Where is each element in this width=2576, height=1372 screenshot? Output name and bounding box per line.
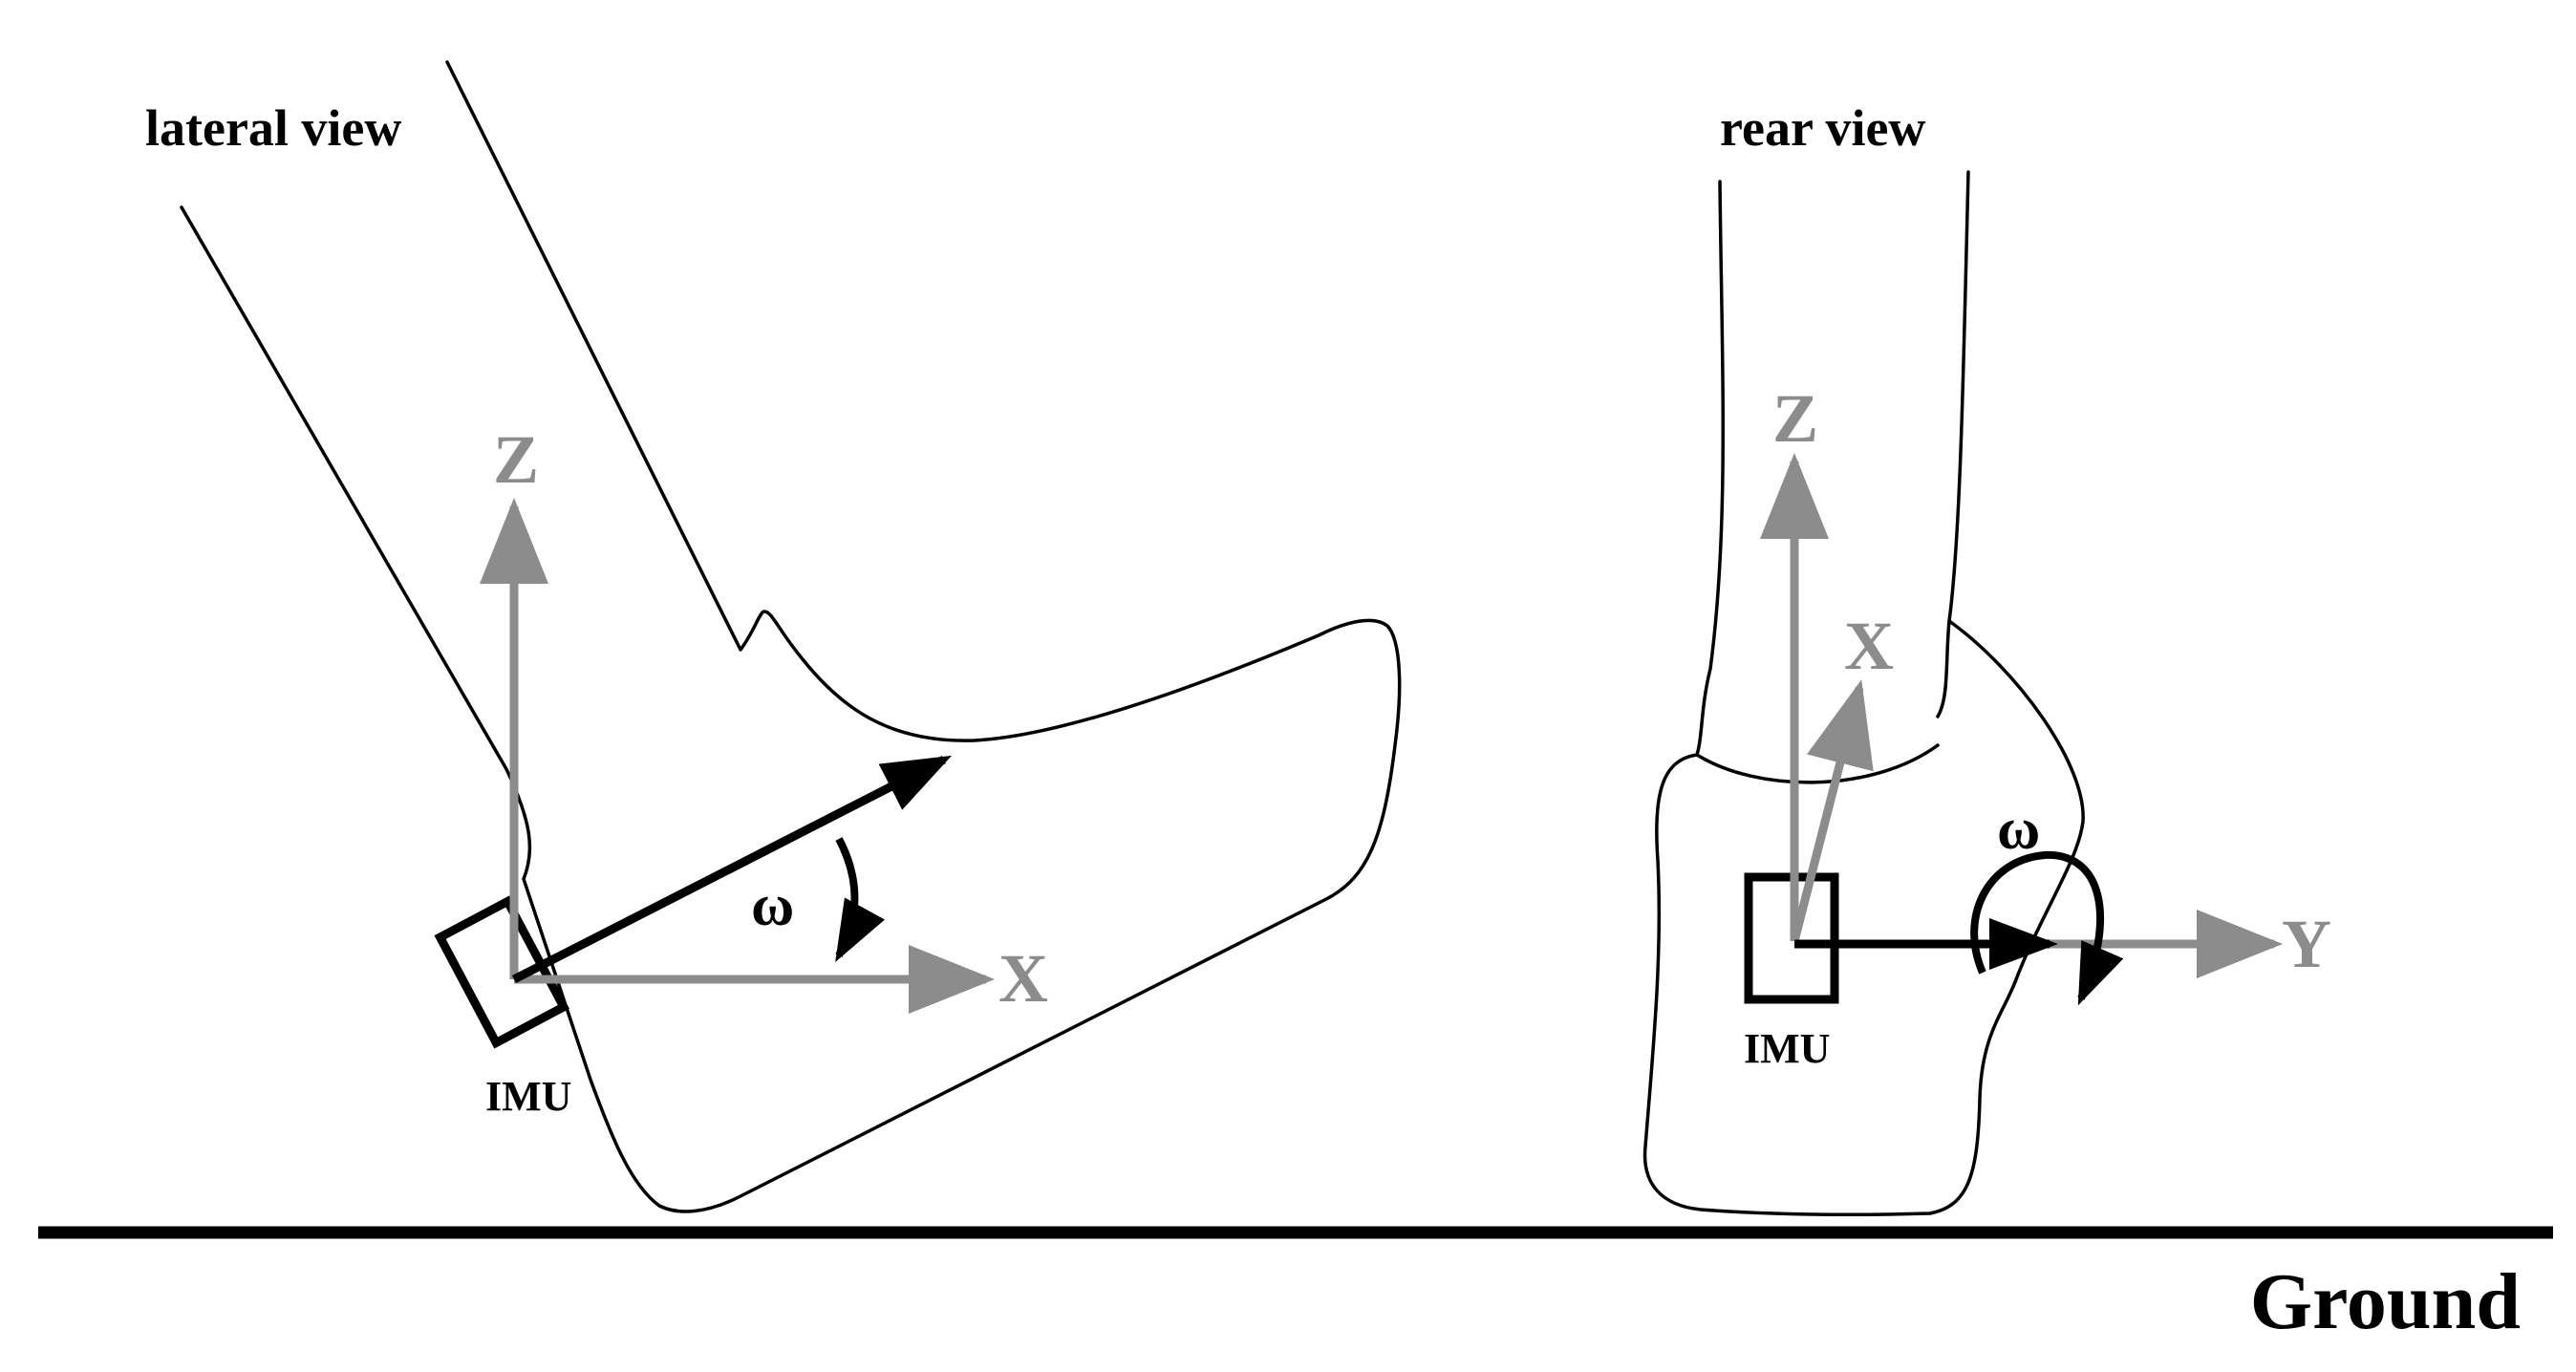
rear-x-label: X [1844,608,1894,684]
rear-x-axis [1790,679,1874,943]
rear-leg-outline-right [1936,170,1970,718]
rear-y-label: Y [2282,906,2331,982]
rear-z-label: Z [1772,380,1818,457]
lateral-view-panel: lateral view IMU Z X ω [145,60,1402,1213]
rear-omega-label: ω [1997,797,2040,862]
lateral-foot-outline [180,60,1402,1213]
lateral-imu-label: IMU [485,1073,571,1120]
lateral-view-title: lateral view [145,99,401,157]
ground-label: Ground [2250,1257,2521,1346]
lateral-foot-direction-arrow [511,755,953,984]
rear-imu-label: IMU [1744,1025,1830,1072]
rear-rotation-arc [1970,850,2124,1006]
rear-leg-outline-left [1695,180,1726,757]
rear-view-title: rear view [1720,99,1925,157]
lateral-omega-label: ω [751,873,794,938]
rear-ankle-line [1695,743,1940,784]
lateral-z-label: Z [493,421,539,498]
rear-view-panel: rear view IMU Z X Y ω [1642,99,2331,1216]
lateral-rotation-arc [835,837,886,963]
rear-heel-outline [1642,619,2085,1216]
lateral-imu-box [434,895,569,1049]
lateral-x-label: X [998,940,1048,1017]
